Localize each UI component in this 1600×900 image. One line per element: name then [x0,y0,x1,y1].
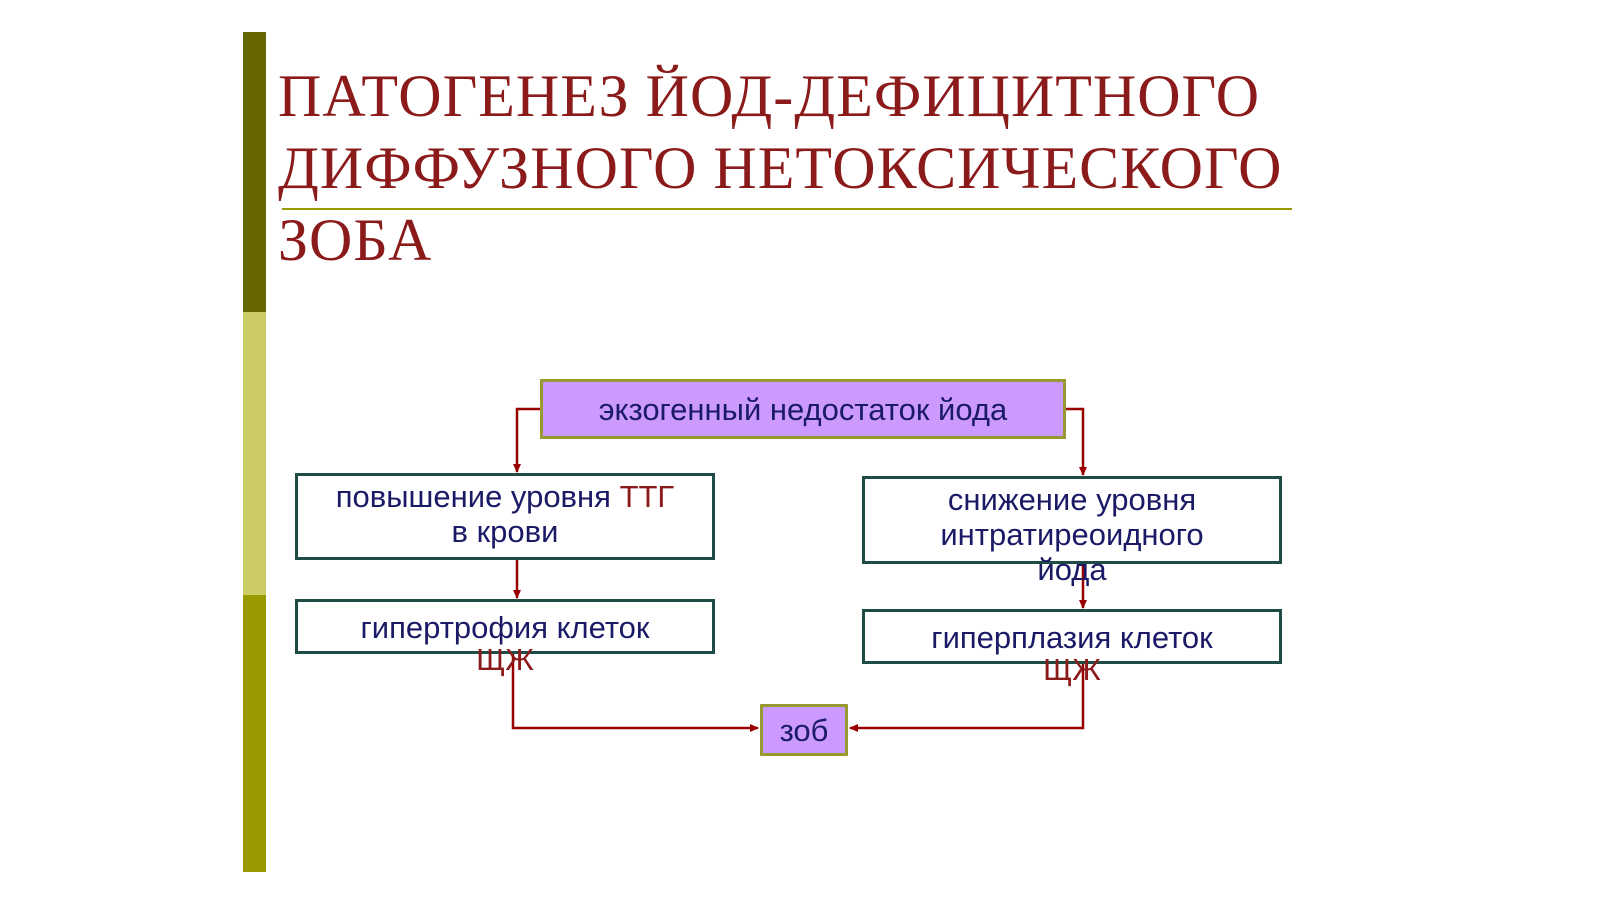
box-intrathyroid-iodine-decrease: снижение уровня интратиреоидного йода [862,476,1282,587]
hypertrophy-label: гипертрофия клеток [360,610,650,645]
arrow-source-to-iodine [1066,407,1087,476]
arrow-source-to-ttg [513,407,540,473]
hypertrophy-thyroid-abbreviation: ЩЖ [476,642,534,677]
box-goiter: зоб [760,704,848,756]
box-tsh-increase-text: повышение уровня ТТГ в крови [336,479,674,549]
tsh-increase-label-line2: в крови [451,514,559,549]
title-line-2: ДИФФУЗНОГО НЕТОКСИЧЕСКОГО [278,135,1283,201]
tsh-abbreviation: ТТГ [619,479,675,514]
iodine-decrease-line2: интратиреоидного [940,517,1204,552]
box-tsh-increase: повышение уровня ТТГ в крови [295,473,715,560]
title-underline [282,208,1292,210]
accent-bar-middle [243,312,266,595]
slide-title: ПАТОГЕНЕЗ ЙОД-ДЕФИЦИТНОГО ДИФФУЗНОГО НЕТ… [278,60,1358,276]
box-intrathyroid-iodine-text: снижение уровня интратиреоидного йода [865,482,1279,587]
title-line-3: ЗОБА [278,207,433,273]
box-iodine-deficiency: экзогенный недостаток йода [540,379,1066,439]
goiter-label: зоб [779,712,829,748]
arrow-hypertrophy-to-goiter [511,654,759,732]
title-line-1: ПАТОГЕНЕЗ ЙОД-ДЕФИЦИТНОГО [278,63,1261,129]
arrow-hyperplasia-to-goiter [849,664,1085,732]
tsh-increase-label: повышение уровня [335,479,611,514]
iodine-decrease-line3: йода [1037,552,1107,587]
box-thyroid-cell-hypertrophy: гипертрофия клеток ЩЖ [295,599,715,677]
iodine-decrease-line1: снижение уровня [947,482,1197,517]
accent-bar-top [243,32,266,312]
hyperplasia-thyroid-abbreviation: ЩЖ [1043,652,1101,687]
hyperplasia-label: гиперплазия клеток [931,620,1213,655]
box-iodine-deficiency-label: экзогенный недостаток йода [598,391,1008,427]
accent-bar-bottom [243,595,266,872]
box-thyroid-cell-hyperplasia: гиперплазия клеток ЩЖ [862,609,1282,687]
